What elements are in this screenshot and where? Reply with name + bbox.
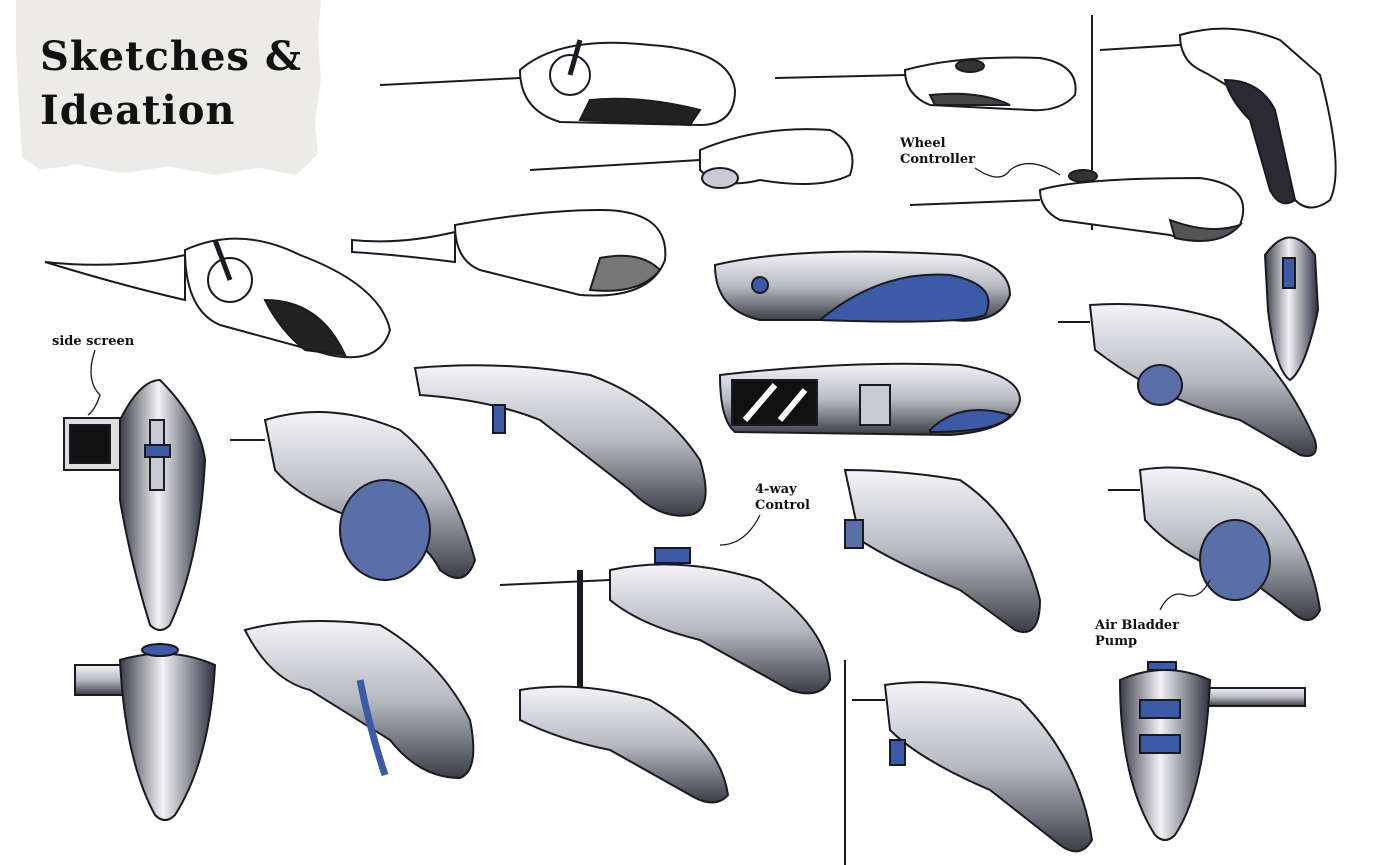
sketch-cone-remote: [74, 643, 217, 821]
annotation-text: Wheel: [900, 136, 946, 151]
annotation-text: Pump: [1095, 634, 1138, 649]
title-line-1: Sketches &: [40, 33, 302, 80]
sketch-wheel-controller: [909, 169, 1245, 242]
sketch-side-screen-body: [718, 362, 1022, 437]
annotation-4-way-control: 4-way Control: [755, 482, 810, 514]
sketch-side-screen-remote: [63, 378, 207, 631]
title-paper-card: [16, 0, 321, 175]
sketch-crank-probe-top: [379, 39, 737, 127]
sketch-grip-1: [230, 411, 477, 581]
sketch-pump-remote: [1118, 661, 1306, 841]
sketch-vertical-remote-right: [1263, 236, 1320, 382]
sketch-grip-3: [243, 620, 475, 780]
leader-line: [1159, 579, 1211, 611]
annotation-text: Control: [755, 498, 810, 513]
annotation-side-screen: side screen: [52, 334, 135, 349]
title-line-2: Ideation: [40, 87, 236, 134]
sketch-4way-grip: [499, 547, 832, 804]
sketch-grip-6: [1108, 466, 1322, 621]
sketch-pistol-grip-top-right: [1099, 27, 1337, 209]
sketch-grip-5: [1058, 303, 1317, 457]
sketch-crank-probe-left: [44, 237, 392, 359]
leader-line: [87, 349, 101, 416]
annotation-text: 4-way: [755, 482, 797, 497]
sketch-blue-wave-body: [713, 250, 1012, 323]
sketch-grip-2: [413, 364, 707, 517]
page-title: Sketches & Ideation: [40, 30, 302, 138]
leader-line: [719, 514, 761, 546]
annotation-text: Controller: [900, 152, 975, 167]
leader-line: [974, 163, 1061, 178]
sketch-thin-probe: [529, 128, 854, 189]
sketch-grip-7: [852, 681, 1094, 853]
sketch-wheel-probe-top: [774, 56, 1077, 112]
annotation-air-bladder-pump: Air Bladder Pump: [1095, 618, 1179, 650]
annotation-wheel-controller: Wheel Controller: [900, 136, 975, 168]
sketch-probe-with-lens: [351, 208, 667, 297]
sketch-grip-4: [843, 468, 1042, 633]
annotation-text: Air Bladder: [1095, 618, 1180, 633]
